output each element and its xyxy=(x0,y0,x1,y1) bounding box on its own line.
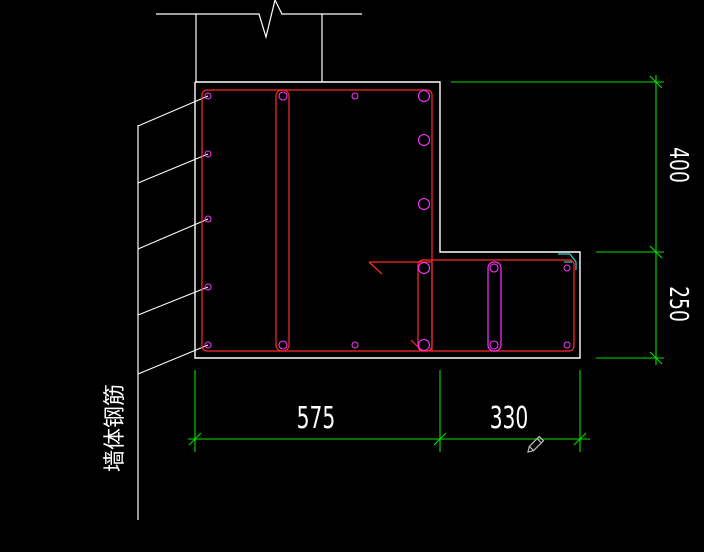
dimension-width-left: 575 xyxy=(297,401,336,436)
cyan-hook-detail xyxy=(558,253,577,270)
dimension-height-top: 400 xyxy=(663,147,694,183)
small-longitudinal-bars xyxy=(204,92,571,349)
pencil-cursor-icon xyxy=(527,435,545,453)
wall-break-symbol xyxy=(156,0,362,82)
vertical-dimension-lines xyxy=(451,75,664,365)
rebar-hoops xyxy=(201,89,575,352)
dimension-width-right: 330 xyxy=(490,401,529,436)
section-outline xyxy=(194,81,581,359)
wall-rebar-label: 墙体钢筋 xyxy=(103,384,128,472)
horizontal-dimension-lines xyxy=(188,370,590,452)
large-longitudinal-bars xyxy=(278,89,499,352)
dimension-height-bottom: 250 xyxy=(663,286,694,322)
wing-tie xyxy=(487,261,502,352)
wall-rebar-leaders xyxy=(137,95,209,375)
